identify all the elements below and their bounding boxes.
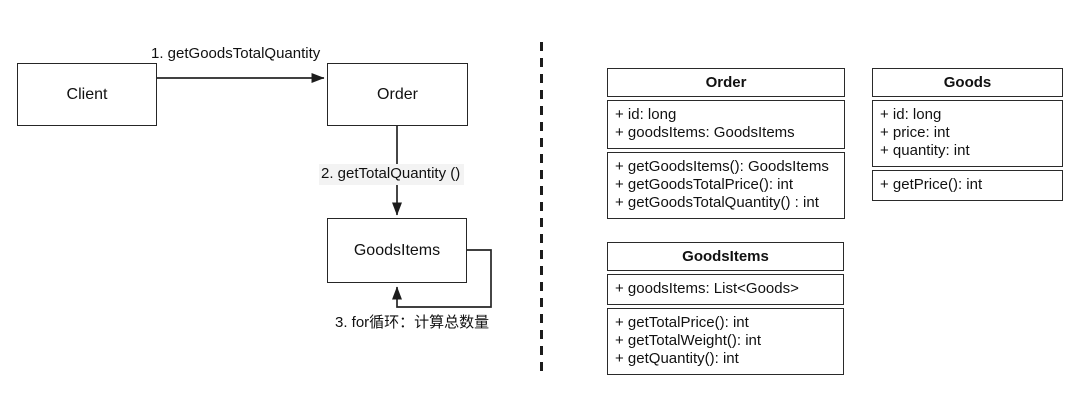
goodsitems-node-label: GoodsItems	[353, 241, 441, 259]
attribute-row: + quantity: int	[880, 142, 970, 159]
goodsitems-methods-section: + getTotalPrice(): int + getTotalWeight(…	[607, 308, 844, 375]
order-class-name: Order	[607, 68, 845, 97]
goodsitems-class-name: GoodsItems	[607, 242, 844, 271]
message-1-label: 1. getGoodsTotalQuantity	[151, 45, 321, 62]
attribute-row: + goodsItems: List<Goods>	[615, 280, 799, 297]
order-class-box: Order + id: long + goodsItems: GoodsItem…	[607, 68, 845, 219]
client-node-label: Client	[66, 85, 108, 103]
order-methods-section: + getGoodsItems(): GoodsItems + getGoods…	[607, 152, 845, 219]
attribute-row: + id: long	[615, 106, 677, 123]
goods-class-name: Goods	[872, 68, 1063, 97]
method-row: + getGoodsTotalQuantity() : int	[615, 194, 819, 211]
method-row: + getGoodsItems(): GoodsItems	[615, 158, 829, 175]
attribute-row: + id: long	[880, 106, 942, 123]
goodsitems-node: GoodsItems	[327, 218, 467, 283]
method-row: + getQuantity(): int	[615, 350, 739, 367]
method-row: + getGoodsTotalPrice(): int	[615, 176, 794, 193]
dashed-divider-line	[540, 42, 543, 373]
message-3-label: 3. for循环：计算总数量	[335, 314, 490, 331]
goods-class-box: Goods + id: long + price: int + quantity…	[872, 68, 1063, 201]
goods-attributes-section: + id: long + price: int + quantity: int	[872, 100, 1063, 167]
method-row: + getTotalWeight(): int	[615, 332, 762, 349]
message-2-label: 2. getTotalQuantity ()	[319, 164, 465, 185]
attribute-row: + price: int	[880, 124, 950, 141]
order-node: Order	[327, 63, 468, 126]
client-node: Client	[17, 63, 157, 126]
goodsitems-class-box: GoodsItems + goodsItems: List<Goods> + g…	[607, 242, 844, 375]
order-attributes-section: + id: long + goodsItems: GoodsItems	[607, 100, 845, 149]
goodsitems-attributes-section: + goodsItems: List<Goods>	[607, 274, 844, 305]
order-node-label: Order	[377, 85, 418, 103]
method-row: + getPrice(): int	[880, 176, 983, 193]
method-row: + getTotalPrice(): int	[615, 314, 749, 331]
goods-methods-section: + getPrice(): int	[872, 170, 1063, 201]
attribute-row: + goodsItems: GoodsItems	[615, 124, 795, 141]
